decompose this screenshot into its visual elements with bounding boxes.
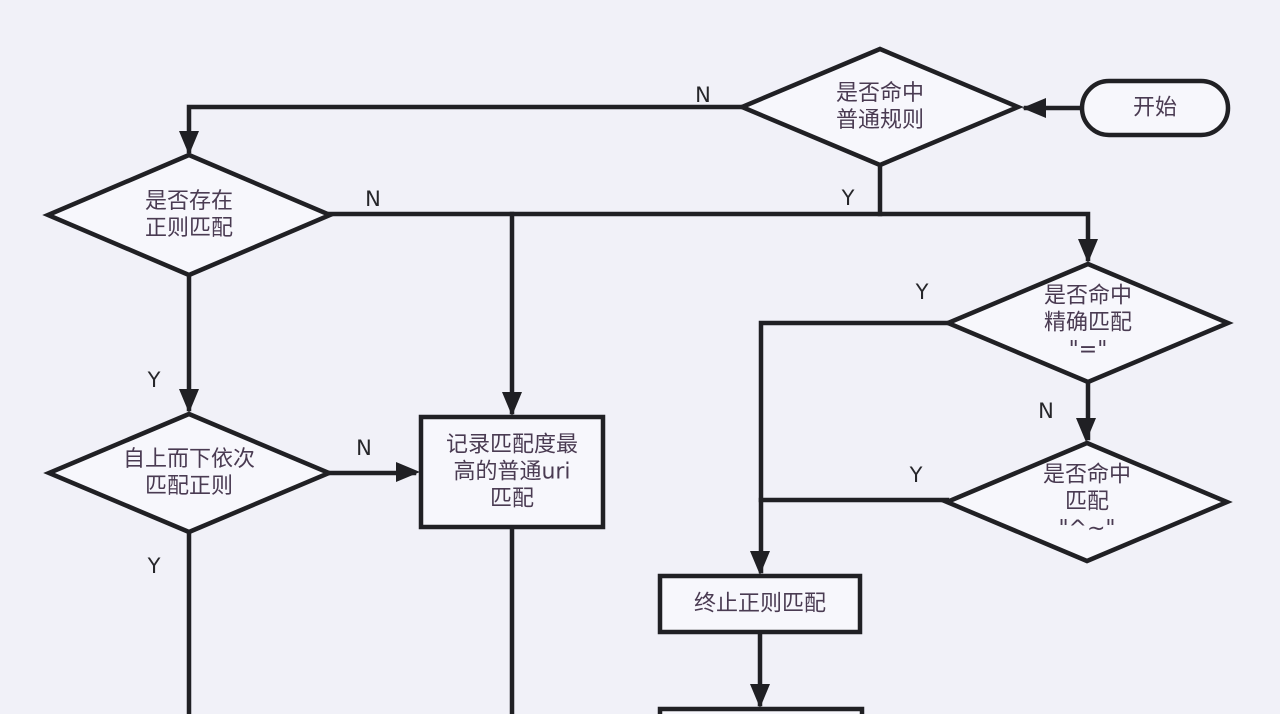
decision-match-regex-top-down-label: 匹配正则 [145, 474, 233, 499]
process-record-best-uri-match-label: 记录匹配度最 [446, 433, 578, 458]
label-prefix-match-y: Y [909, 463, 923, 487]
arrow-into-stop-regex-match-arrowhead-icon [750, 551, 770, 575]
decision-hit-prefix-match-label: "^~" [1058, 517, 1115, 542]
decision-hit-normal-rule [736, 46, 1024, 168]
decision-match-regex-top-down-label: 自上而下依次 [123, 447, 255, 472]
arrow-into-regex-exists-arrowhead-icon [179, 131, 199, 155]
label-top-down-n: N [356, 436, 372, 460]
decision-hit-exact-match [942, 261, 1234, 385]
start-node [1079, 78, 1231, 138]
arrow-into-exact-match-arrowhead-icon [1078, 239, 1098, 263]
edge-exact-match-y-to-stop [758, 320, 951, 574]
label-regex-exists-n: N [365, 187, 381, 211]
arrow-into-record-rect-left-arrowhead-icon [396, 462, 420, 482]
arrow-into-record-rect-top-arrowhead-icon [502, 392, 522, 416]
edge-hit-normal-n-to-regex-exists [186, 104, 745, 154]
label-top-down-y: Y [147, 554, 161, 578]
arrow-into-bottom-partial-arrowhead-icon [750, 684, 770, 708]
decision-hit-exact-match-label: 是否命中 [1044, 284, 1132, 309]
start-node-label: 开始 [1133, 96, 1177, 121]
arrow-into-match-regex-top-down-arrowhead-icon [179, 389, 199, 413]
label-hit-normal-y: Y [841, 186, 855, 210]
process-stop-regex-match [657, 573, 863, 635]
label-exact-match-y: Y [915, 280, 929, 304]
decision-regex-exists-label: 是否存在 [145, 189, 233, 214]
process-record-best-uri-match [418, 414, 606, 530]
process-record-best-uri-match-label: 高的普通uri [453, 460, 570, 485]
decision-hit-prefix-match [941, 440, 1233, 564]
decision-regex-exists [42, 152, 336, 278]
process-stop-regex-match-label: 终止正则匹配 [694, 592, 826, 617]
decision-hit-prefix-match-label: 匹配 [1065, 490, 1109, 515]
decision-hit-prefix-match-label: 是否命中 [1043, 463, 1131, 488]
arrow-into-prefix-match-arrowhead-icon [1076, 418, 1096, 442]
label-hit-normal-n: N [695, 83, 711, 107]
process-record-best-uri-match-label: 匹配 [490, 487, 534, 512]
edge-main-horizontal-to-exact-match [327, 211, 1091, 262]
decision-hit-exact-match-label: 精确匹配 [1044, 311, 1132, 336]
label-exact-match-n: N [1038, 399, 1054, 423]
process-bottom-partial [657, 706, 865, 714]
decision-match-regex-top-down [43, 411, 335, 535]
decision-hit-exact-match-label: "=" [1069, 338, 1108, 363]
arrow-into-hit-normal-rule-arrowhead-icon [1022, 98, 1046, 118]
decision-hit-normal-rule-label: 是否命中 [836, 81, 924, 106]
decision-regex-exists-label: 正则匹配 [145, 216, 233, 241]
label-regex-exists-y: Y [147, 368, 161, 392]
decision-hit-normal-rule-label: 普通规则 [836, 108, 924, 133]
